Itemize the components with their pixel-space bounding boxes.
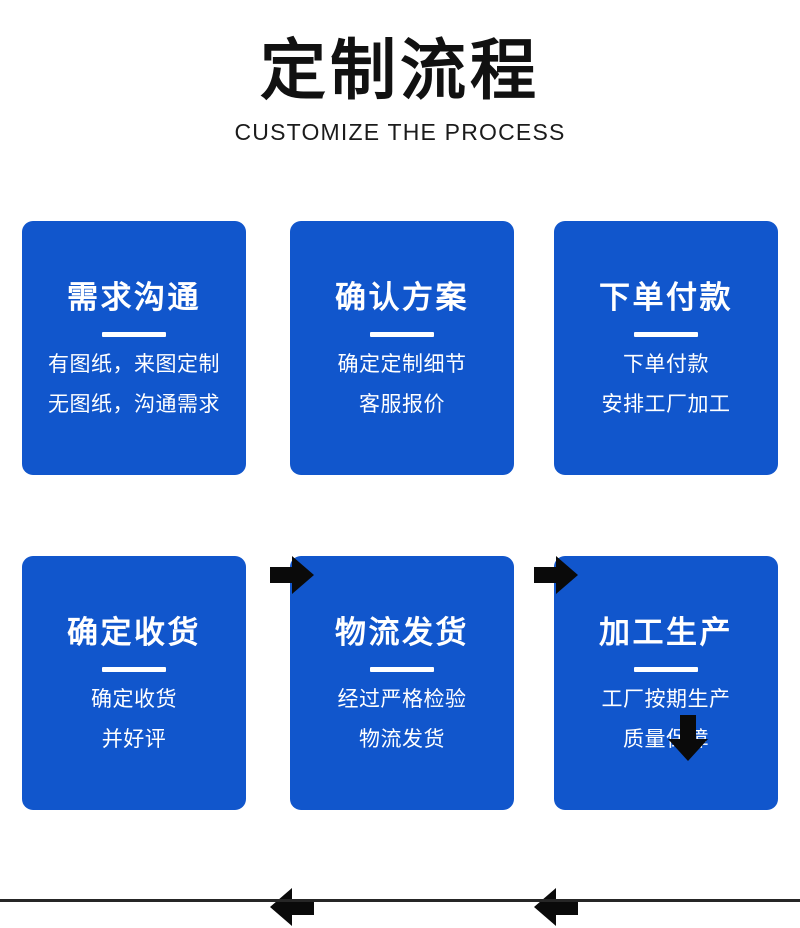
arrow-left-icon bbox=[270, 886, 314, 928]
arrow-right-icon bbox=[270, 554, 314, 596]
process-step-5[interactable]: 物流发货 经过严格检验 物流发货 bbox=[290, 556, 514, 810]
process-step-4[interactable]: 加工生产 工厂按期生产 质量保障 bbox=[554, 556, 778, 810]
step-4-line-1: 工厂按期生产 bbox=[601, 687, 731, 711]
process-flow: 需求沟通 有图纸，来图定制 无图纸，沟通需求 确认方案 确定定制细节 客服报价 … bbox=[22, 221, 778, 926]
step-1-title: 需求沟通 bbox=[67, 280, 201, 316]
step-2-line-2: 客服报价 bbox=[359, 392, 445, 416]
step-2-title: 确认方案 bbox=[335, 280, 469, 316]
step-1-divider bbox=[102, 331, 166, 337]
step-1-line-1: 有图纸，来图定制 bbox=[48, 352, 220, 376]
step-6-line-1: 确定收货 bbox=[91, 687, 177, 711]
process-step-3[interactable]: 下单付款 下单付款 安排工厂加工 bbox=[554, 221, 778, 475]
step-3-line-2: 安排工厂加工 bbox=[601, 392, 731, 416]
step-3-divider bbox=[634, 331, 698, 337]
step-4-title: 加工生产 bbox=[599, 615, 733, 651]
step-1-line-2: 无图纸，沟通需求 bbox=[48, 392, 220, 416]
step-5-line-2: 物流发货 bbox=[359, 727, 445, 751]
arrow-right-icon bbox=[534, 554, 578, 596]
step-5-title: 物流发货 bbox=[335, 615, 469, 651]
step-4-divider bbox=[634, 666, 698, 672]
page-title: 定制流程 bbox=[260, 33, 540, 107]
step-3-title: 下单付款 bbox=[599, 280, 733, 316]
step-5-line-1: 经过严格检验 bbox=[337, 687, 467, 711]
step-2-divider bbox=[370, 331, 434, 337]
step-6-divider bbox=[102, 666, 166, 672]
bottom-divider bbox=[0, 899, 800, 902]
arrow-down-icon bbox=[666, 715, 710, 761]
step-3-line-1: 下单付款 bbox=[623, 352, 709, 376]
step-5-divider bbox=[370, 666, 434, 672]
step-6-title: 确定收货 bbox=[67, 615, 201, 651]
process-step-1[interactable]: 需求沟通 有图纸，来图定制 无图纸，沟通需求 bbox=[22, 221, 246, 475]
process-step-2[interactable]: 确认方案 确定定制细节 客服报价 bbox=[290, 221, 514, 475]
step-6-line-2: 并好评 bbox=[101, 727, 167, 751]
arrow-left-icon bbox=[534, 886, 578, 928]
page-subtitle: CUSTOMIZE THE PROCESS bbox=[234, 119, 566, 146]
step-2-line-1: 确定定制细节 bbox=[337, 352, 467, 376]
process-step-6[interactable]: 确定收货 确定收货 并好评 bbox=[22, 556, 246, 810]
header: 定制流程 CUSTOMIZE THE PROCESS bbox=[0, 0, 800, 146]
